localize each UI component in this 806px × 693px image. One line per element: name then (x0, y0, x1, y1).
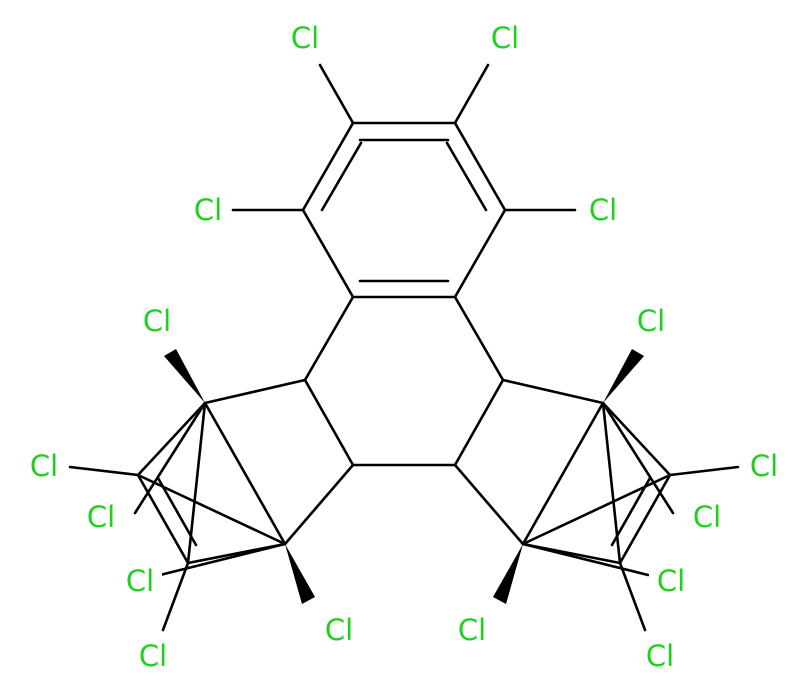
atom-label-chlorine: Cl (458, 613, 486, 647)
bond (610, 476, 652, 547)
bond (618, 561, 647, 632)
bond (303, 378, 355, 467)
label-knockout (685, 500, 729, 534)
atom-label-chlorine: Cl (30, 449, 58, 483)
label-knockout (135, 304, 179, 338)
wedge-bond (493, 544, 523, 604)
bond (161, 561, 190, 632)
stereo-wedge-bonds (164, 349, 644, 604)
bond (68, 465, 140, 477)
label-knockout (283, 21, 327, 55)
wedge-bond (164, 349, 205, 403)
bond (136, 401, 207, 477)
bond (301, 208, 355, 299)
label-knockout (629, 304, 673, 338)
atom-label-chlorine: Cl (139, 639, 167, 673)
bond (521, 473, 672, 546)
label-knockout (317, 613, 361, 647)
atom-label-chlorine: Cl (657, 564, 685, 598)
label-knockout (186, 193, 230, 227)
atom-label-chlorine: Cl (491, 21, 519, 55)
label-knockout (450, 613, 494, 647)
atom-label-chlorine: Cl (291, 21, 319, 55)
bond (158, 542, 287, 577)
bond (521, 401, 605, 546)
label-knockout (22, 449, 66, 483)
atom-label-chlorine: Cl (194, 193, 222, 227)
label-knockout (581, 193, 625, 227)
chlorine-labels: Cl Cl Cl Cl Cl Cl Cl Cl Cl Cl Cl Cl Cl C… (30, 21, 778, 673)
bond (453, 463, 525, 546)
bond (601, 401, 672, 477)
atom-label-chlorine: Cl (646, 639, 674, 673)
atom-label-chlorine: Cl (589, 193, 617, 227)
label-knockout (483, 21, 527, 55)
bond (156, 476, 198, 547)
wedge-bond (285, 544, 315, 604)
label-knockouts (22, 21, 786, 673)
bond-lines (68, 63, 740, 632)
atom-label-chlorine: Cl (637, 304, 665, 338)
bond (318, 63, 355, 125)
label-knockout (131, 639, 175, 673)
atom-label-chlorine: Cl (87, 500, 115, 534)
bond (601, 401, 675, 515)
atom-label-chlorine: Cl (126, 564, 154, 598)
label-knockout (742, 449, 786, 483)
atom-label-chlorine: Cl (325, 613, 353, 647)
wedge-bond (603, 349, 644, 403)
atom-label-chlorine: Cl (693, 500, 721, 534)
bond (668, 465, 740, 477)
bond (453, 295, 505, 382)
bond (133, 401, 207, 515)
bond (445, 141, 488, 212)
atom-label-chlorine: Cl (143, 304, 171, 338)
label-knockout (638, 639, 682, 673)
label-knockout (118, 564, 162, 598)
bond (453, 63, 490, 125)
bond (303, 295, 355, 382)
label-knockout (649, 564, 693, 598)
atom-label-chlorine: Cl (750, 449, 778, 483)
bond (501, 378, 605, 405)
bond (203, 378, 307, 405)
bond (453, 378, 505, 467)
bond (283, 463, 355, 546)
label-knockout (79, 500, 123, 534)
bond (136, 473, 190, 565)
bond (453, 208, 507, 299)
bond (320, 141, 363, 212)
bond (301, 121, 355, 212)
bond (136, 473, 287, 546)
bond (453, 121, 507, 212)
bond (618, 473, 672, 565)
bond (203, 401, 287, 546)
bond (521, 542, 650, 577)
